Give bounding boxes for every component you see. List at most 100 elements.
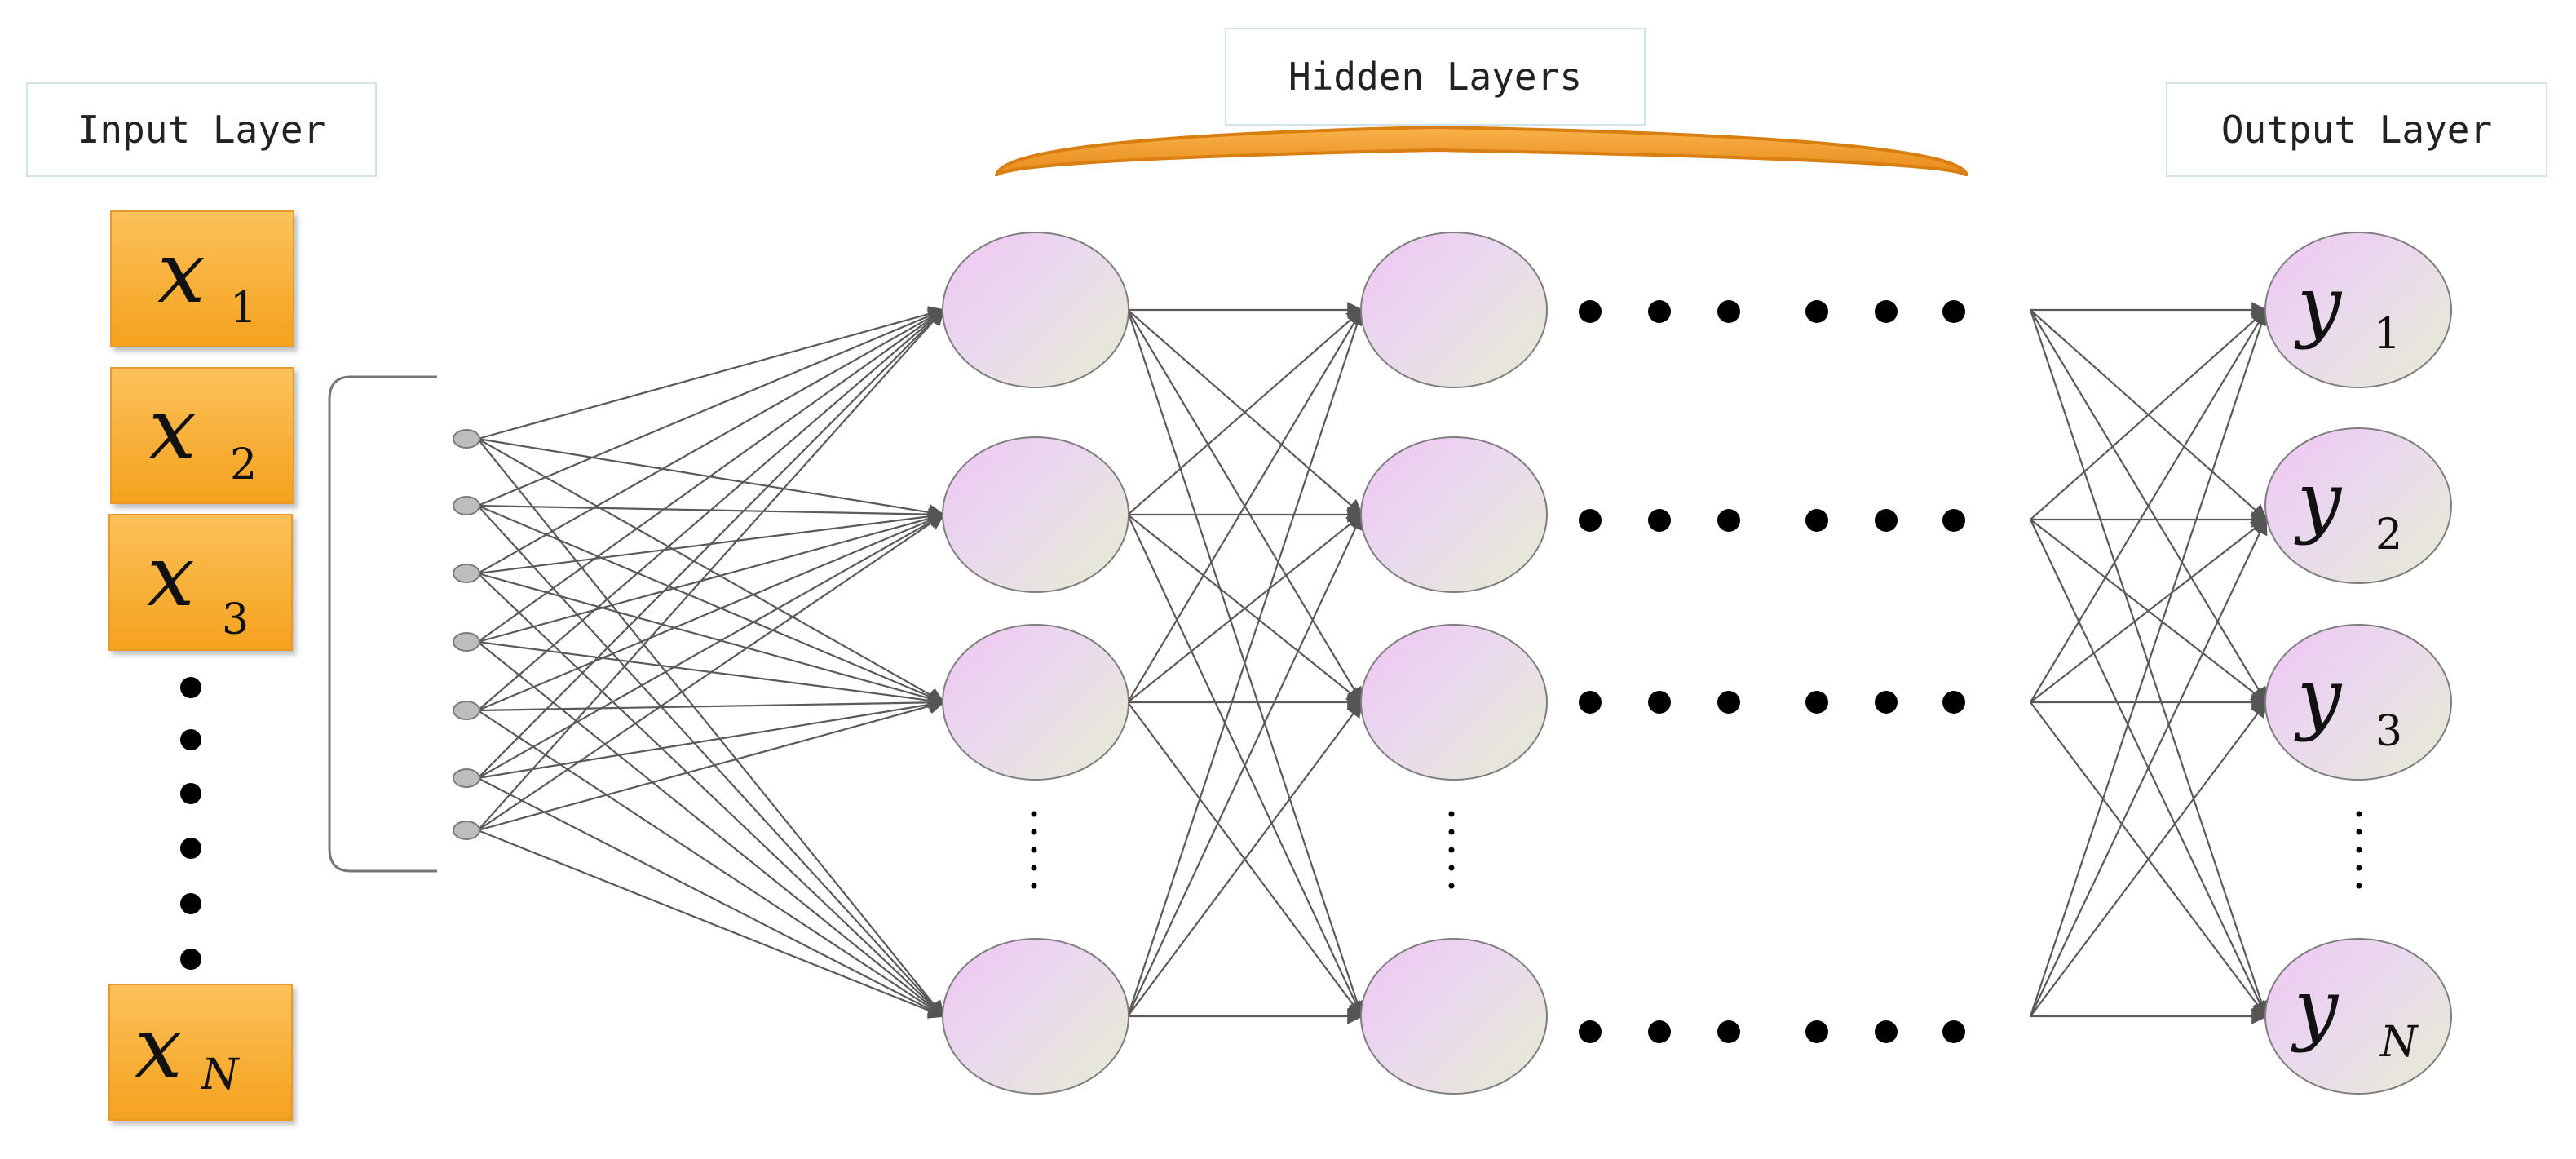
horizontal-ellipsis-dot [1579,1020,1602,1043]
small-ellipsis-dot [2356,883,2362,889]
output-subscript: N [2380,1018,2418,1067]
small-ellipsis-dot [2356,829,2362,835]
vertical-ellipsis-dot [180,677,201,698]
connection-line [1126,308,1365,1017]
distributor-node [453,701,480,720]
hidden-layers-label: Hidden Layers [1225,28,1646,126]
output-neuron-y2: y 2 [2264,427,2452,584]
small-ellipsis-dot [1031,829,1037,835]
vertical-ellipsis-dot [180,893,201,914]
horizontal-ellipsis-dot [1875,691,1898,714]
horizontal-ellipsis-dot [1875,509,1898,532]
small-ellipsis-dot [1448,865,1455,871]
small-ellipsis-dot [2356,865,2362,871]
connection-line [477,513,945,831]
input-subscript: 3 [222,595,250,644]
output-var: y [2297,455,2342,546]
connection-line [477,306,945,440]
input-x3: x 3 [108,514,293,651]
connection-line [477,514,945,779]
horizontal-ellipsis-dot [1805,691,1828,714]
input-layer-label: Input Layer [26,82,377,177]
output-neuron-y1: y 1 [2264,232,2452,388]
connection-line [477,698,945,832]
hidden1-neuron-2 [942,436,1129,593]
horizontal-ellipsis-dot [1805,509,1828,532]
hidden2-neuron-3 [1360,624,1548,781]
small-ellipsis-dot [1031,865,1037,871]
connection-line [477,572,945,706]
vertical-ellipsis-dot [180,949,201,970]
input-var: x [148,379,197,479]
connection-line [1127,308,1363,515]
hidden2-neuron-n [1360,938,1548,1095]
small-ellipsis-dot [2356,847,2362,853]
small-ellipsis-dot [2356,811,2362,817]
connection-lines [477,302,2269,1024]
hidden1-neuron-1 [942,232,1129,388]
horizontal-ellipsis-dot [1717,300,1740,323]
connection-line [477,697,945,780]
output-neuron-y3: y 3 [2264,624,2452,781]
ellipsis-dots [180,300,2362,1043]
horizontal-ellipsis-dot [1805,1020,1828,1043]
connection-line [2029,308,2269,1017]
vertical-ellipsis-dot [180,838,201,859]
small-ellipsis-dot [1448,829,1455,835]
small-ellipsis-dot [1448,883,1455,889]
connection-line [1127,513,1363,1017]
connection-line [2030,701,2268,1017]
distributor-nodes [453,429,480,840]
distributor-node [453,496,480,515]
horizontal-ellipsis-dot [1579,509,1602,532]
connection-line [1127,513,1363,703]
input-subscript: N [201,1051,239,1099]
output-subscript: 3 [2375,707,2403,756]
input-var: x [135,998,183,1097]
horizontal-ellipsis-dot [1579,300,1602,323]
connection-line [477,829,945,1019]
connection-line [2030,308,2268,520]
small-ellipsis-dot [1031,883,1037,889]
connection-line [477,641,945,1018]
small-ellipsis-dot [1031,811,1037,817]
vertical-ellipsis-dot [180,729,201,750]
connection-line [477,694,945,712]
output-subscript: 1 [2374,310,2401,359]
horizontal-ellipsis-dot [1648,1020,1671,1043]
horizontal-ellipsis-dot [1579,691,1602,714]
connection-line [477,573,945,1018]
horizontal-ellipsis-dot [1942,1020,1965,1043]
connection-line [2030,518,2268,703]
input-subscript: 1 [230,284,258,333]
input-var: x [157,223,205,322]
hidden2-neuron-2 [1360,436,1548,593]
horizontal-ellipsis-dot [1648,691,1671,714]
output-neuron-yN: y N [2264,938,2452,1095]
horizontal-ellipsis-dot [1875,300,1898,323]
horizontal-ellipsis-dot [1942,300,1965,323]
horizontal-ellipsis-dot [1875,1020,1898,1043]
horizontal-ellipsis-dot [1648,300,1671,323]
distributor-node [453,564,480,583]
horizontal-ellipsis-dot [1717,1020,1740,1043]
connection-line [1127,308,1363,703]
connection-line [477,512,945,712]
output-var: y [2294,962,2339,1054]
hidden2-neuron-1 [1360,232,1548,388]
connection-line [477,308,945,643]
horizontal-ellipsis-dot [1805,300,1828,323]
connection-line [477,504,945,705]
small-ellipsis-dot [1031,847,1037,853]
output-var: y [2297,259,2342,351]
hidden1-neuron-3 [942,624,1129,781]
output-var: y [2297,652,2342,743]
connection-line [1127,701,1363,1017]
output-subscript: 2 [2375,511,2403,560]
input-bracket [328,375,437,873]
distributor-node [453,821,480,840]
connection-line [477,307,945,507]
connection-line [477,505,945,1018]
